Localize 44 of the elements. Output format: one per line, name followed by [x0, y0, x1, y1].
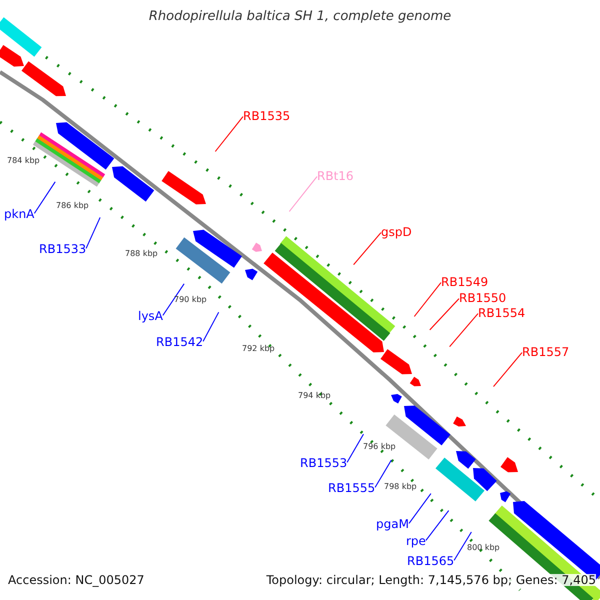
- gene-label: lysA: [138, 310, 163, 322]
- scale-label: 790 kbp: [174, 296, 207, 304]
- leader-line: [374, 460, 392, 488]
- leader-line: [429, 298, 460, 330]
- scale-label: 800 kbp: [467, 544, 500, 552]
- footer-text: Accession: NC_005027: [8, 574, 144, 586]
- gene-label: rpe: [406, 535, 426, 547]
- scale-label: 786 kbp: [56, 202, 89, 210]
- scale-label: 796 kbp: [363, 443, 396, 451]
- gene-label: RB1533: [39, 243, 86, 255]
- gene-label: RB1555: [328, 482, 376, 494]
- scale-label: 784 kbp: [7, 157, 40, 165]
- leader-line: [202, 312, 220, 342]
- scale-label: 788 kbp: [125, 250, 158, 258]
- gene-label: RB1553: [300, 457, 348, 469]
- leader-line: [493, 352, 522, 388]
- gene-label: RB1542: [156, 336, 204, 348]
- leader-line: [353, 232, 382, 266]
- footer-text: Topology: circular; Length: 7,145,576 bp; Genes: 7,405: [266, 574, 596, 586]
- title: Rhodopirellula baltica SH 1, complete genome: [148, 10, 452, 23]
- scale-label: 794 kbp: [298, 392, 331, 400]
- leader-line: [408, 493, 432, 524]
- gene-label: gspD: [381, 226, 412, 238]
- leader-line: [162, 283, 185, 316]
- gene-label: RB1554: [478, 307, 526, 319]
- leader-line: [214, 116, 244, 152]
- gene-label: RB1557: [522, 346, 570, 358]
- gene-label: RB1565: [407, 555, 454, 567]
- leader-line: [425, 510, 450, 541]
- gene-label: pknA: [4, 208, 34, 220]
- leader-line: [34, 181, 56, 214]
- leader-line: [86, 216, 101, 249]
- gene-label: RB1549: [441, 276, 488, 288]
- gene-label: RB1535: [243, 110, 290, 122]
- gene-label: RBt16: [317, 170, 354, 182]
- scale-label: 792 kbp: [242, 345, 275, 353]
- scale-label: 798 kbp: [384, 483, 417, 491]
- gene-label: pgaM: [376, 518, 409, 530]
- leader-line: [414, 282, 442, 317]
- leader-line: [449, 313, 478, 348]
- leader-line: [454, 532, 472, 561]
- leader-line: [288, 176, 318, 212]
- leader-line: [346, 434, 364, 463]
- gene-label: RB1550: [459, 292, 506, 304]
